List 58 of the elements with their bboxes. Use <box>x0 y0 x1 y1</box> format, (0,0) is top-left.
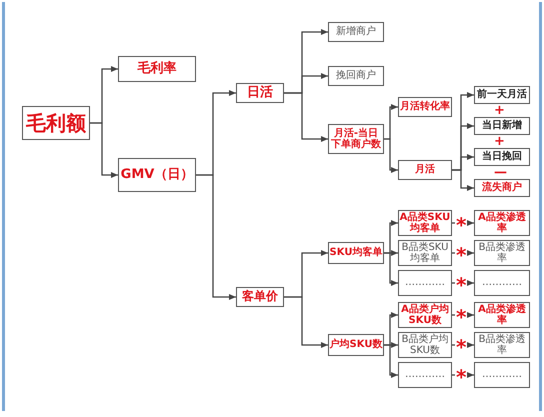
metric-box <box>474 117 530 135</box>
metric-box <box>474 148 530 166</box>
metric-label: 当日挽回 <box>482 151 522 163</box>
operator-sign: — <box>494 166 507 179</box>
metric-label: ………… <box>405 369 445 381</box>
metric-box <box>474 362 530 388</box>
metric-label: 挽回商户 <box>336 70 376 82</box>
metric-label: ………… <box>405 277 445 289</box>
operator-sign: + <box>494 135 505 148</box>
metric-label: A品类渗透率 <box>477 212 527 234</box>
metric-box <box>118 56 196 82</box>
connector-arrow <box>452 169 474 191</box>
connector-arrow <box>284 92 328 142</box>
metric-label: ………… <box>482 369 522 381</box>
metric-label: B品类SKU均客单 <box>400 242 450 264</box>
metric-label: 月活转化率 <box>400 101 450 113</box>
metric-label: A品类户均SKU数 <box>400 304 450 326</box>
metric-label: A品类渗透率 <box>477 304 527 326</box>
connector-arrow <box>284 296 328 348</box>
connector-arrow <box>384 252 398 286</box>
metric-label: GMV（日） <box>120 168 194 182</box>
metric-box <box>398 270 452 296</box>
metric-box <box>474 86 530 104</box>
connector-arrow <box>384 138 398 173</box>
metric-box <box>328 242 384 264</box>
metric-label: 新增商户 <box>336 26 376 38</box>
metric-label: ………… <box>482 277 522 289</box>
metric-box <box>22 106 90 140</box>
metric-box <box>328 334 384 356</box>
metric-box <box>398 160 452 180</box>
metric-box <box>474 270 530 296</box>
metric-box <box>328 22 384 42</box>
metric-label: 日活 <box>247 86 273 100</box>
metric-label: B品类渗透率 <box>478 334 526 356</box>
metric-box <box>474 179 530 197</box>
metric-label: SKU均客单 <box>330 247 382 259</box>
metric-label: 当日新增 <box>482 120 522 132</box>
metric-label: 流失商户 <box>482 182 522 194</box>
metric-box <box>398 97 452 117</box>
metric-label: A品类SKU均客单 <box>399 212 451 234</box>
operator-sign: + <box>494 104 505 117</box>
metric-label: 月活 <box>415 164 435 176</box>
metric-label: 月活-当日下单商户数 <box>330 128 382 150</box>
metric-box <box>328 66 384 86</box>
metric-box <box>398 362 452 388</box>
metric-label: 毛利率 <box>138 62 176 76</box>
connector-arrow <box>90 122 118 178</box>
metric-label: B品类渗透率 <box>478 242 526 264</box>
connector-arrow <box>196 174 236 300</box>
metric-label: 前一天月活 <box>477 89 527 101</box>
metric-label: 客单价 <box>242 290 278 304</box>
metric-box <box>236 287 284 307</box>
metric-label: 户均SKU数 <box>330 339 382 351</box>
metric-label: B品类户均SKU数 <box>400 334 450 356</box>
metric-label: 毛利额 <box>26 112 86 134</box>
metric-box <box>118 158 196 192</box>
metric-box <box>236 83 284 103</box>
connector-arrow <box>384 344 398 378</box>
